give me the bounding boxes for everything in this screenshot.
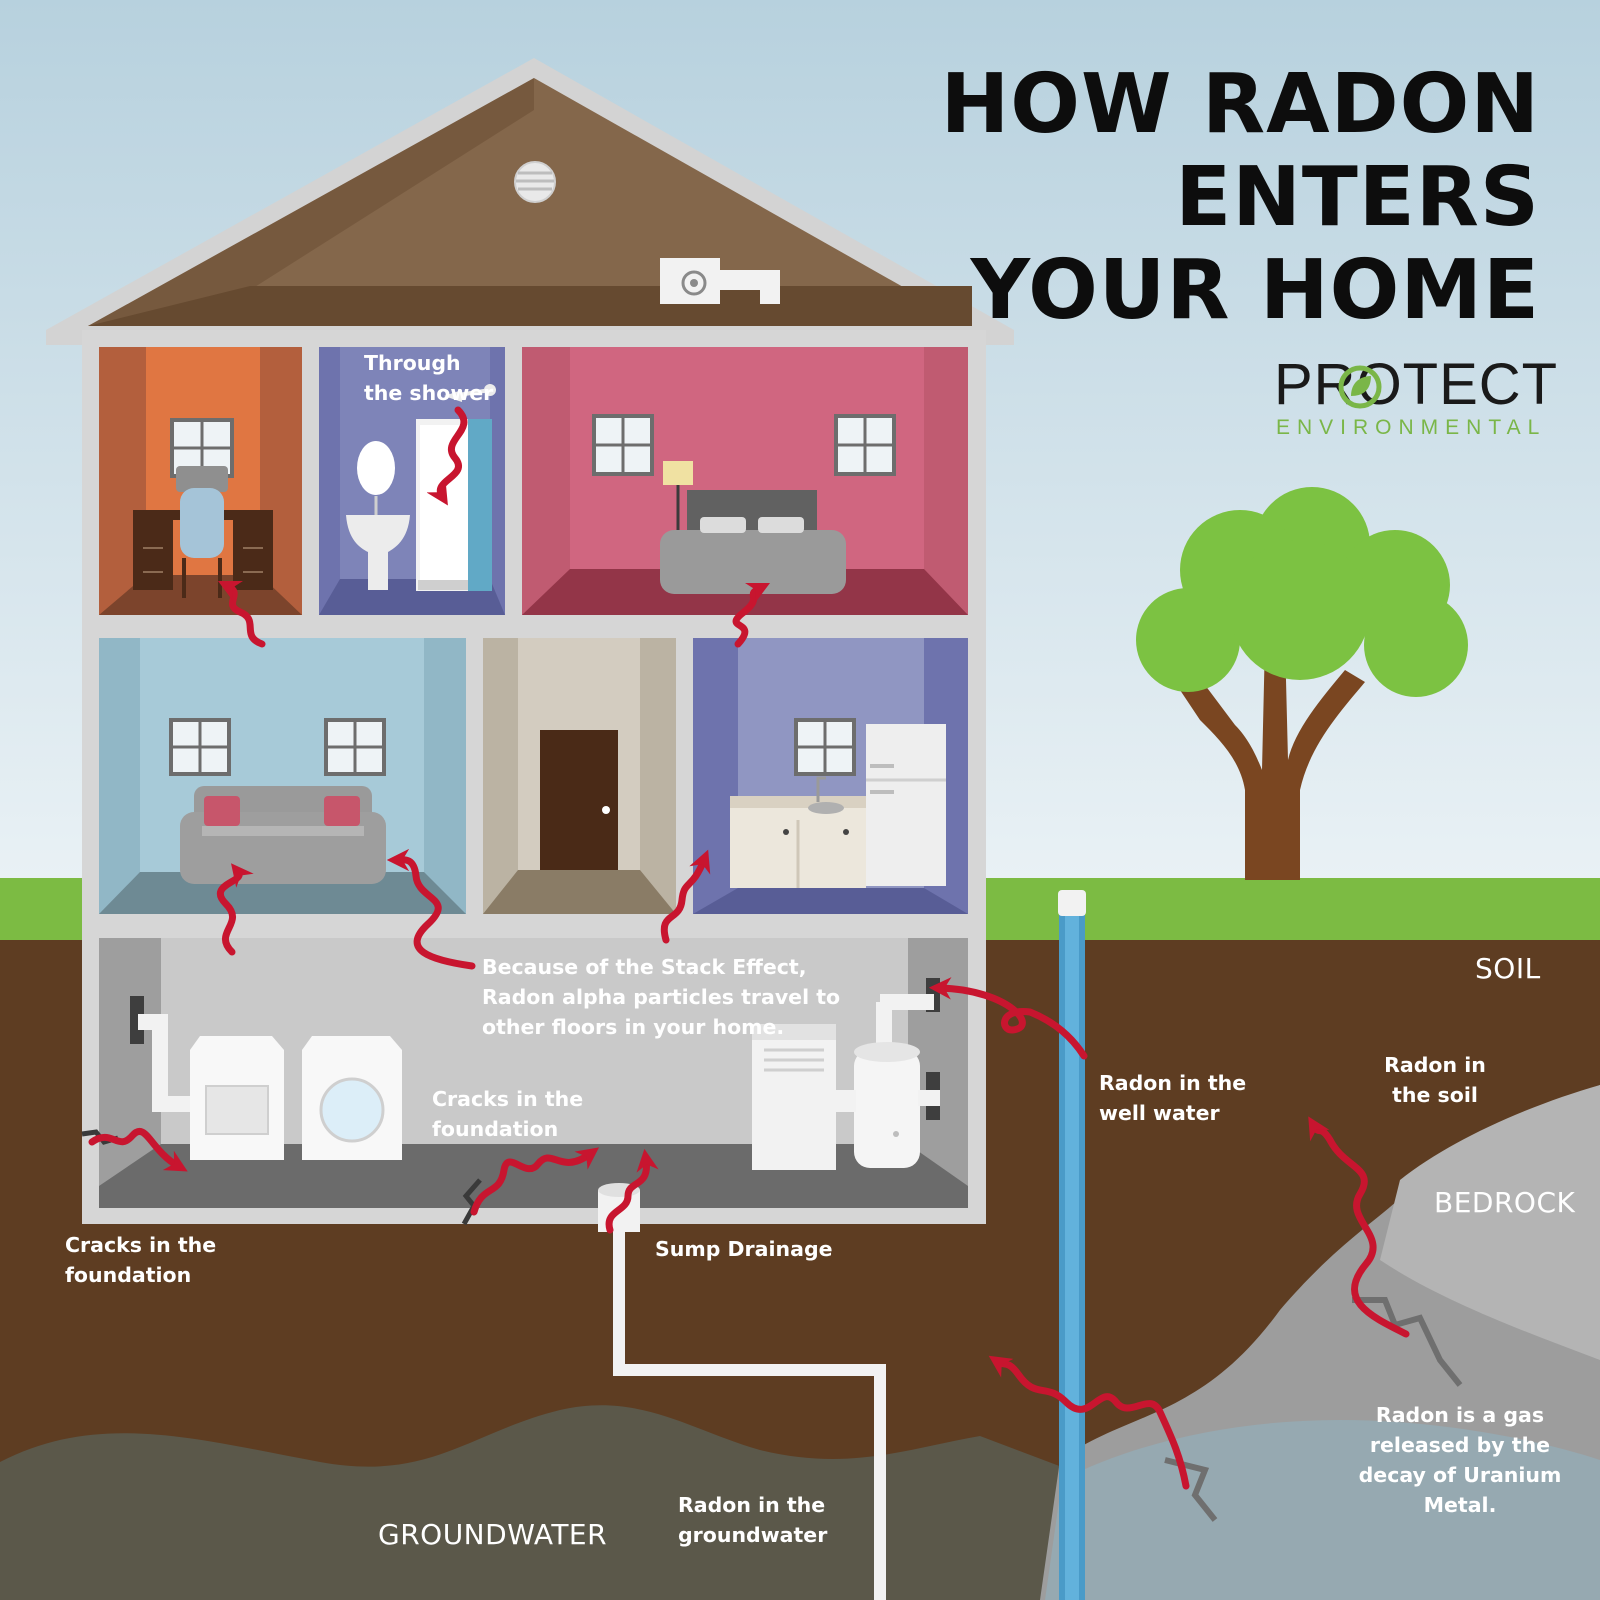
arrow-living-room <box>216 863 254 956</box>
kitchen-cabinet-icon <box>730 776 866 888</box>
groundwater-layer <box>0 1405 1070 1600</box>
logo-trademark: ™ <box>1534 362 1542 371</box>
kitchen-window <box>794 718 856 776</box>
tree-canopy <box>1136 487 1468 697</box>
bedroom-window-right <box>834 414 896 476</box>
sofa-icon <box>180 786 386 884</box>
arrow-stack-effect <box>386 848 476 970</box>
layer-label-soil: SOIL <box>1475 952 1541 985</box>
label-groundwater-radon: Radon in the groundwater <box>678 1493 828 1547</box>
lamp-icon <box>663 461 693 560</box>
door-icon <box>540 730 618 870</box>
arrow-hallway <box>660 849 711 944</box>
sump-pipe <box>613 1210 886 1600</box>
shower-head-icon <box>444 384 496 402</box>
label-shower: Through the shower <box>364 351 494 405</box>
attic-floor <box>88 286 972 326</box>
well-cap <box>1058 890 1086 916</box>
arrow-sump <box>605 1148 659 1234</box>
tree-trunk <box>1180 640 1365 880</box>
label-stack-effect: Because of the Stack Effect, Radon alpha… <box>482 955 841 1039</box>
title-line-1: HOW RADON <box>940 57 1540 152</box>
well-pipe-inner <box>1065 905 1079 1600</box>
foundation-crack <box>461 1178 482 1226</box>
bed-icon <box>660 490 846 594</box>
dryer-vent-pipe <box>138 1014 196 1112</box>
logo-wordmark: PROTECT <box>1274 352 1559 417</box>
layer-label-bedrock: BEDROCK <box>1434 1186 1576 1219</box>
washer-icon <box>190 1036 284 1160</box>
page-title: HOW RADON ENTERS YOUR HOME <box>941 58 1540 337</box>
refrigerator-icon <box>866 724 946 886</box>
mirror-icon <box>357 441 395 495</box>
bedroom-window-left <box>592 414 654 476</box>
water-heater-icon <box>836 994 940 1168</box>
title-line-3: YOUR HOME <box>970 243 1540 338</box>
bedrock-crack <box>1164 1457 1218 1522</box>
label-uranium: Radon is a gas released by the decay of … <box>1358 1403 1562 1517</box>
label-cracks-inner: Cracks in the foundation <box>432 1087 584 1141</box>
arrow-crack-floor <box>470 1147 600 1216</box>
arrow-soil <box>1308 1116 1410 1338</box>
sink-icon <box>346 496 410 590</box>
arrow-office <box>217 580 266 648</box>
arrow-groundwater <box>988 1355 1190 1490</box>
label-cracks-outer: Cracks in the foundation <box>65 1233 217 1287</box>
living-window-right <box>324 718 386 776</box>
arrow-bedroom <box>732 582 771 648</box>
label-sump: Sump Drainage <box>655 1237 833 1261</box>
chair-icon <box>176 466 228 598</box>
furnace-icon <box>752 1024 836 1170</box>
logo-subtitle: ENVIRONMENTAL <box>1276 416 1547 439</box>
radon-fan-icon <box>660 258 780 304</box>
bedrock-crack <box>1352 1297 1463 1387</box>
bedrock-light <box>1380 1085 1600 1360</box>
label-well-water: Radon in the well water <box>1099 1071 1247 1125</box>
basement-wall-vent <box>130 996 144 1044</box>
arrow-well-water <box>928 977 1088 1060</box>
radon-arrows <box>88 406 1410 1490</box>
title-line-2: ENTERS <box>1175 150 1540 245</box>
dryer-icon <box>302 1036 402 1160</box>
living-window-left <box>169 718 231 776</box>
label-soil-radon: Radon in the soil <box>1384 1053 1486 1107</box>
attic-vent-icon <box>514 161 556 203</box>
layer-label-groundwater: GROUNDWATER <box>378 1518 608 1551</box>
leaf-icon <box>1338 365 1382 409</box>
arrow-crack-left <box>88 1128 188 1172</box>
arrow-shower <box>426 406 468 506</box>
